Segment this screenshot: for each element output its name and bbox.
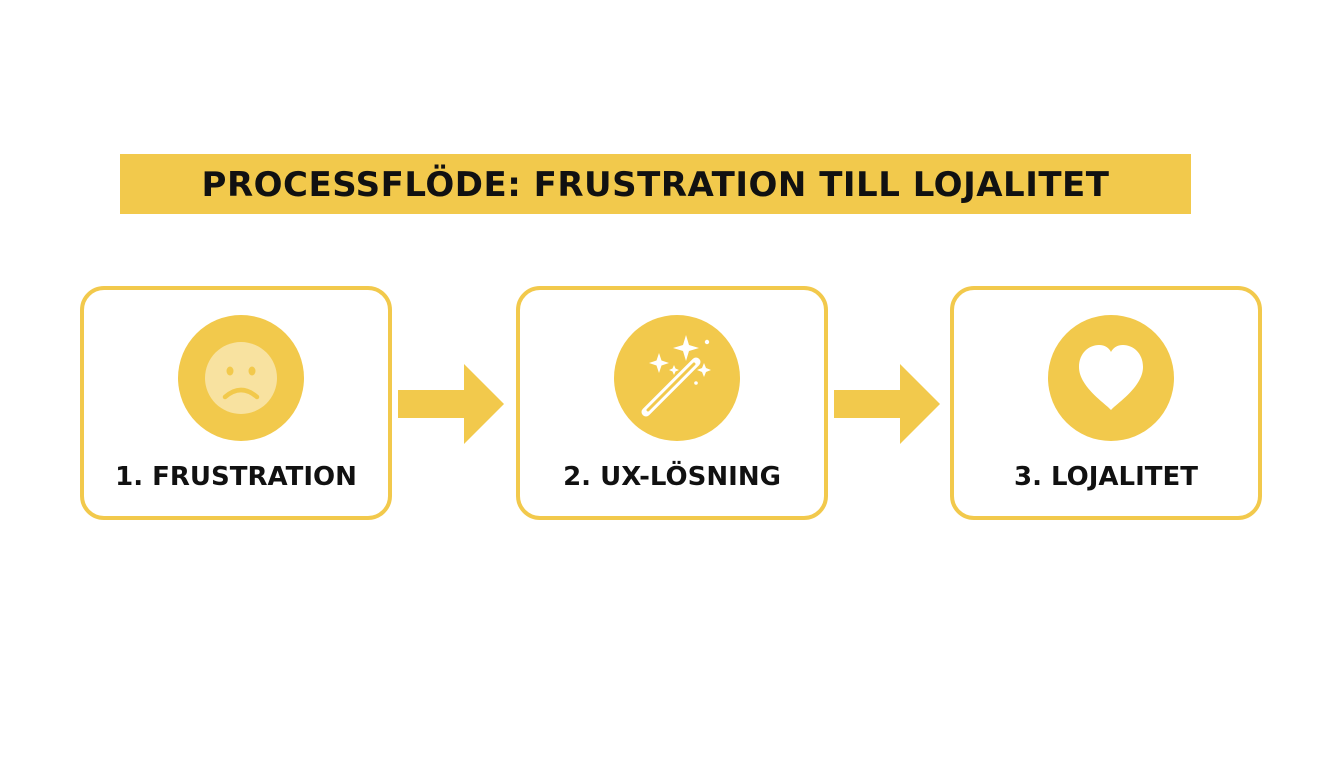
step-icon-circle — [178, 315, 304, 441]
diagram-title: PROCESSFLÖDE: FRUSTRATION TILL LOJALITET — [201, 165, 1110, 205]
magic-wand-icon — [641, 335, 711, 417]
step-icon-circle — [614, 315, 740, 441]
title-banner: PROCESSFLÖDE: FRUSTRATION TILL LOJALITET — [120, 154, 1191, 214]
step-box-lojalitet: 3. LOJALITET — [950, 286, 1262, 520]
heart-icon — [1079, 345, 1143, 410]
sad-face-icon — [205, 342, 277, 414]
step-label: 2. UX-LÖSNING — [563, 462, 781, 492]
step-label: 1. FRUSTRATION — [115, 462, 357, 492]
step-box-frustration: 1. FRUSTRATION — [80, 286, 392, 520]
step-icon-circle — [1048, 315, 1174, 441]
step-label: 3. LOJALITET — [1013, 462, 1199, 492]
arrow-right-icon — [834, 364, 940, 444]
arrow-right-icon — [398, 364, 504, 444]
step-box-ux-losning: 2. UX-LÖSNING — [516, 286, 828, 520]
